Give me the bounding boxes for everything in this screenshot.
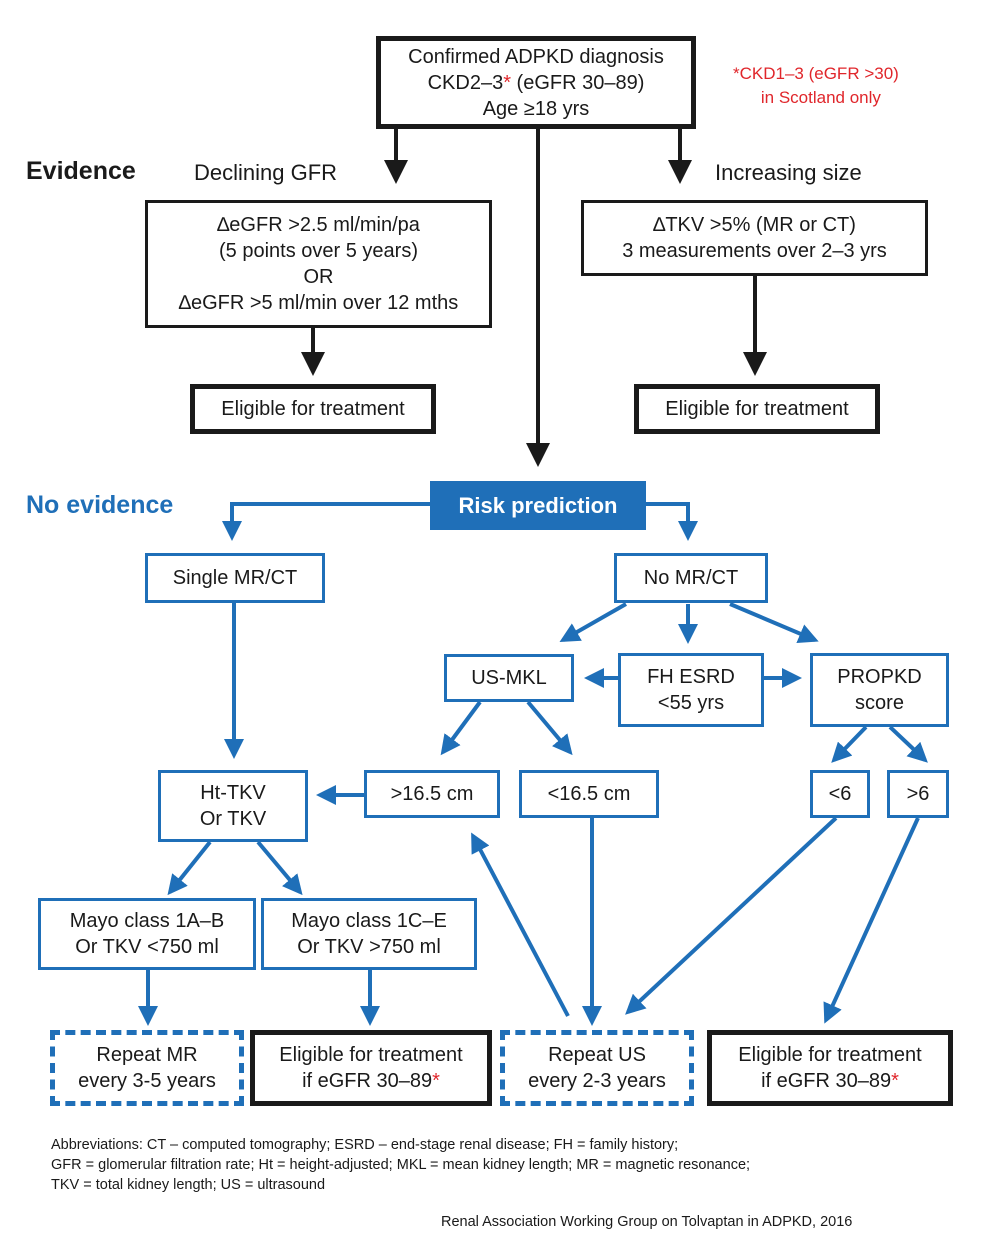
risk-prediction-box: Risk prediction: [430, 481, 646, 530]
evidence-heading: Evidence: [26, 157, 136, 185]
arrow-httkv-to-mayo1: [167, 840, 212, 896]
abbreviations: Abbreviations: CT – computed tomography;…: [51, 1137, 751, 1193]
mayo-1ce-box: Mayo class 1C–E Or TKV >750 ml: [261, 898, 477, 970]
fh-esrd-box: FH ESRD <55 yrs: [618, 653, 764, 727]
single-mrct-box: Single MR/CT: [145, 553, 325, 603]
arrow-nomr-to-propkd: [729, 602, 819, 643]
arrow-httkv-to-mayo2: [256, 840, 303, 896]
us-mkl-box: US-MKL: [444, 654, 574, 702]
diagnosis-box: Confirmed ADPKD diagnosis CKD2–3* (eGFR …: [376, 36, 696, 129]
arrow-usmkl-to-lt165: [526, 700, 573, 756]
eligible-egfr-box-a: Eligible for treatment if eGFR 30–89*: [250, 1030, 492, 1106]
lt6-box: <6: [810, 770, 870, 818]
arrow-nomr-to-usmkl: [559, 602, 627, 642]
propkd-box: PROPKD score: [810, 653, 949, 727]
mayo-1ab-box: Mayo class 1A–B Or TKV <750 ml: [38, 898, 256, 970]
diagnosis-line3: Age ≥18 yrs: [482, 97, 590, 120]
gfr-criteria-box: ∆eGFR >2.5 ml/min/pa (5 points over 5 ye…: [145, 200, 492, 328]
arrow-repeatus-to-gt165: [471, 832, 570, 1017]
scotland-note: *CKD1–3 (eGFR >30) in Scotland only: [733, 64, 899, 107]
source-credit: Renal Association Working Group on Tolva…: [441, 1214, 853, 1230]
arrow-lt6-to-repeatus: [625, 816, 838, 1015]
arrow-propkd-to-lt6: [831, 725, 868, 763]
gt165-box: >16.5 cm: [364, 770, 500, 818]
arrow-propkd-to-gt6: [888, 725, 928, 763]
no-evidence-heading: No evidence: [26, 491, 174, 519]
eligible-right-box: Eligible for treatment: [634, 384, 880, 434]
repeat-us-box: Repeat US every 2-3 years: [500, 1030, 694, 1106]
arrow-risk-to-single: [222, 502, 432, 541]
declining-gfr-label: Declining GFR: [194, 160, 338, 185]
lt165-box: <16.5 cm: [519, 770, 659, 818]
diagnosis-line1: Confirmed ADPKD diagnosis: [408, 45, 664, 68]
eligible-egfr-box-b: Eligible for treatment if eGFR 30–89*: [707, 1030, 953, 1106]
arrow-risk-to-nomr: [645, 502, 698, 541]
tkv-criteria-box: ∆TKV >5% (MR or CT) 3 measurements over …: [581, 200, 928, 276]
httkv-box: Ht-TKV Or TKV: [158, 770, 308, 842]
eligible-left-box: Eligible for treatment: [190, 384, 436, 434]
diagnosis-line2: CKD2–3* (eGFR 30–89): [427, 71, 645, 94]
gt6-box: >6: [887, 770, 949, 818]
increasing-size-label: Increasing size: [715, 160, 862, 185]
arrow-gt6-to-eligibleb: [823, 817, 920, 1024]
repeat-mr-box: Repeat MR every 3-5 years: [50, 1030, 244, 1106]
arrow-usmkl-to-gt165: [440, 700, 482, 756]
no-mrct-box: No MR/CT: [614, 553, 768, 603]
